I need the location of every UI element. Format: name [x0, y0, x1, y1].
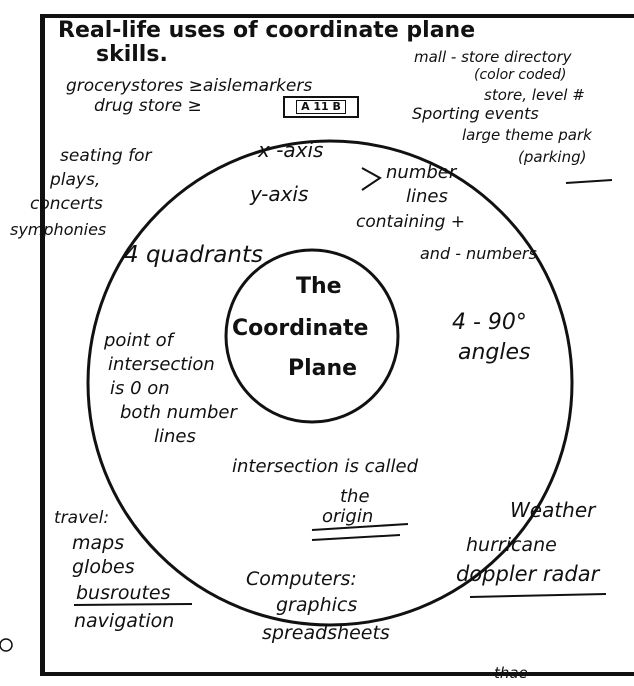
quadrants-label: 4 quadrants — [124, 242, 263, 268]
busroutes-underline — [73, 603, 193, 606]
hurricane-note: hurricane — [466, 534, 557, 556]
theme-park-note: large theme park — [462, 126, 592, 144]
parking-note: (parking) — [518, 148, 587, 166]
drugstore-note: drug store ≥ — [94, 96, 202, 116]
center-title-2: Coordinate — [232, 316, 369, 341]
y-axis-label: y-axis — [250, 182, 309, 206]
center-title: The — [296, 274, 342, 299]
origin-note-2: the — [340, 486, 370, 507]
center-title-3: Plane — [288, 356, 358, 381]
weather-note: Weather — [510, 498, 596, 522]
sporting-events-note: Sporting events — [412, 104, 539, 123]
plays-note: plays, — [50, 170, 101, 190]
origin-underline-2 — [311, 534, 401, 541]
intersection-note: point of — [104, 330, 173, 351]
symphonies-note: symphonies — [10, 220, 107, 239]
angles-label: 4 - 90° — [452, 310, 527, 335]
origin-underline — [311, 523, 409, 531]
maps-note: maps — [72, 532, 125, 554]
inner-circle — [224, 248, 400, 424]
parking-underline — [565, 179, 613, 184]
aisle-marker-sketch: A 11 B — [283, 96, 359, 118]
page-title-line2: skills. — [96, 42, 168, 67]
busroutes-note: busroutes — [76, 582, 171, 604]
seating-note: seating for — [60, 146, 152, 166]
intersection-note-3: is 0 on — [110, 378, 170, 399]
page-title: Real-life uses of coordinate plane — [58, 18, 476, 43]
mall-note: mall - store directory — [414, 48, 572, 66]
number-lines-label-2: lines — [406, 186, 448, 207]
computers-note: Computers: — [246, 568, 357, 590]
graphics-note: graphics — [276, 594, 358, 616]
concerts-note: concerts — [30, 194, 103, 214]
origin-note: intersection is called — [232, 456, 419, 477]
corner-mark — [0, 638, 13, 652]
containing-label: containing + — [356, 212, 466, 232]
color-coded-note: (color coded) — [474, 67, 567, 83]
store-level-note: store, level # — [484, 86, 585, 104]
doppler-underline — [469, 593, 607, 598]
page-border — [40, 14, 634, 676]
origin-word: origin — [322, 506, 374, 527]
containing-label-2: and - numbers — [420, 244, 537, 263]
signature: thae — [494, 664, 528, 682]
outer-circle — [86, 139, 574, 627]
brace-mark — [361, 167, 382, 191]
spreadsheets-note: spreadsheets — [262, 622, 390, 644]
x-axis-label: x -axis — [258, 138, 324, 162]
number-lines-label: number — [386, 162, 457, 183]
intersection-note-5: lines — [154, 426, 196, 447]
globes-note: globes — [72, 556, 135, 578]
intersection-note-4: both number — [120, 402, 237, 423]
navigation-note: navigation — [74, 610, 175, 632]
travel-note: travel: — [54, 508, 110, 528]
intersection-note-2: intersection — [108, 354, 215, 375]
angles-label-2: angles — [458, 340, 531, 365]
doppler-note: doppler radar — [456, 562, 600, 586]
grocery-note: grocerystores ≥aislemarkers — [66, 76, 313, 96]
